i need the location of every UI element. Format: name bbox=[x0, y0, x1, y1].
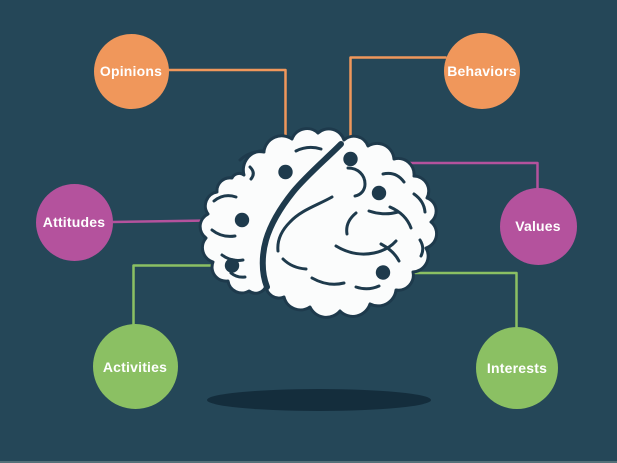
node-opinions-label: Opinions bbox=[99, 63, 163, 79]
node-values-label: Values bbox=[515, 218, 561, 234]
node-interests: Interests bbox=[476, 326, 558, 409]
connector-line-interests bbox=[383, 271, 518, 328]
connector-dot-icon-opinions bbox=[278, 164, 293, 180]
connector-line-activities bbox=[132, 264, 232, 325]
connector-line-behaviors bbox=[349, 56, 447, 153]
connector-dot-icon-behaviors bbox=[343, 151, 358, 167]
node-values: Values bbox=[499, 187, 577, 265]
brain-shadow bbox=[207, 389, 431, 411]
connector-dot-icon-values bbox=[371, 185, 387, 201]
node-attitudes-label: Attitudes bbox=[42, 214, 106, 230]
node-attitudes: Attitudes bbox=[35, 183, 113, 261]
connector-dot-icon-activities bbox=[224, 258, 240, 273]
node-behaviors-label: Behaviors bbox=[447, 63, 517, 79]
connector-dots bbox=[224, 151, 391, 280]
connector-dot-icon-attitudes bbox=[234, 212, 250, 228]
brain-hemisphere-groove bbox=[259, 141, 344, 290]
node-opinions: Opinions bbox=[93, 33, 169, 109]
node-activities: Activities bbox=[92, 324, 178, 409]
node-behaviors: Behaviors bbox=[444, 33, 520, 109]
node-activities-label: Activities bbox=[102, 358, 168, 375]
connector-dot-icon-interests bbox=[375, 265, 391, 280]
connector-line-opinions bbox=[168, 68, 287, 166]
node-interests-label: Interests bbox=[486, 359, 548, 376]
bottom-edge-highlight bbox=[0, 461, 617, 463]
